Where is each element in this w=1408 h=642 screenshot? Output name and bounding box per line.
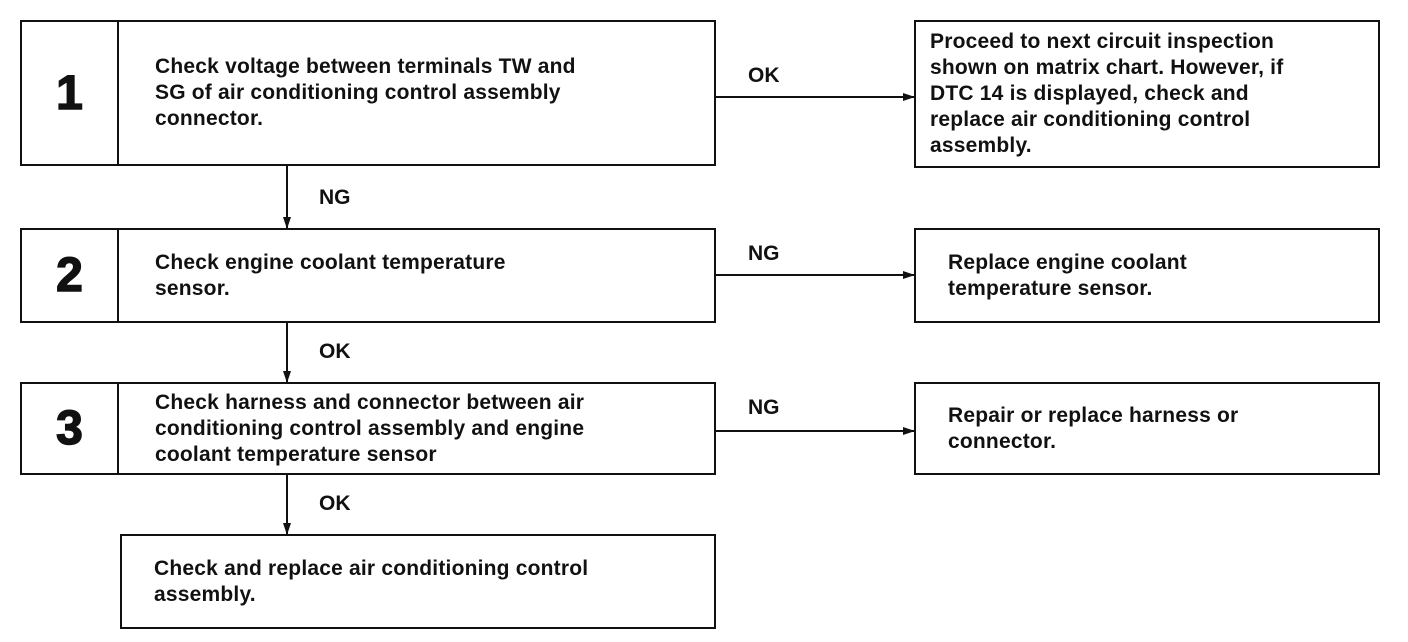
result-label-1: OK	[748, 64, 780, 87]
final-box: Check and replace air conditioning contr…	[120, 534, 716, 629]
step-number-3: 3	[22, 384, 119, 473]
result-label-2: NG	[748, 242, 780, 265]
step-box-3: 3 Check harness and connector between ai…	[20, 382, 716, 475]
step-number-2: 2	[22, 230, 119, 321]
down-label-2: OK	[319, 340, 351, 363]
step-number-1: 1	[22, 22, 119, 164]
down-label-1: NG	[319, 186, 351, 209]
result-box-2: Replace engine coolant temperature senso…	[914, 228, 1380, 323]
step-text-3: Check harness and connector between air …	[155, 390, 585, 466]
result-box-1: Proceed to next circuit inspection shown…	[914, 20, 1380, 168]
step-text-1: Check voltage between terminals TW and S…	[155, 55, 576, 130]
step-text-2: Check engine coolant temperature sensor.	[155, 250, 506, 300]
step-box-2: 2 Check engine coolant temperature senso…	[20, 228, 716, 323]
result-box-3: Repair or replace harness or connector.	[914, 382, 1380, 475]
down-label-3: OK	[319, 492, 351, 515]
result-label-3: NG	[748, 396, 780, 419]
step-box-1: 1 Check voltage between terminals TW and…	[20, 20, 716, 166]
